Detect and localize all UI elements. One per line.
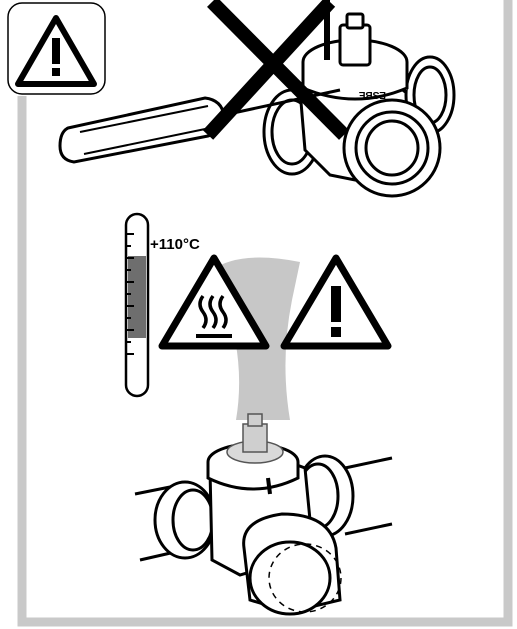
prohibited-cross-icon xyxy=(202,0,349,140)
valve-top xyxy=(262,12,456,198)
valve-bottom xyxy=(134,442,393,616)
valve-stem xyxy=(226,413,284,464)
general-warning-icon xyxy=(280,254,392,350)
valve-brand-label: ESBE xyxy=(358,89,386,100)
thermometer xyxy=(124,212,150,398)
temperature-label: +110°C xyxy=(150,236,200,253)
page-frame xyxy=(17,0,513,627)
valve-pin xyxy=(266,477,272,495)
hidden-port-outline xyxy=(268,543,342,613)
hot-surface-warning-icon xyxy=(158,254,270,350)
corner-warning-icon xyxy=(7,2,106,95)
